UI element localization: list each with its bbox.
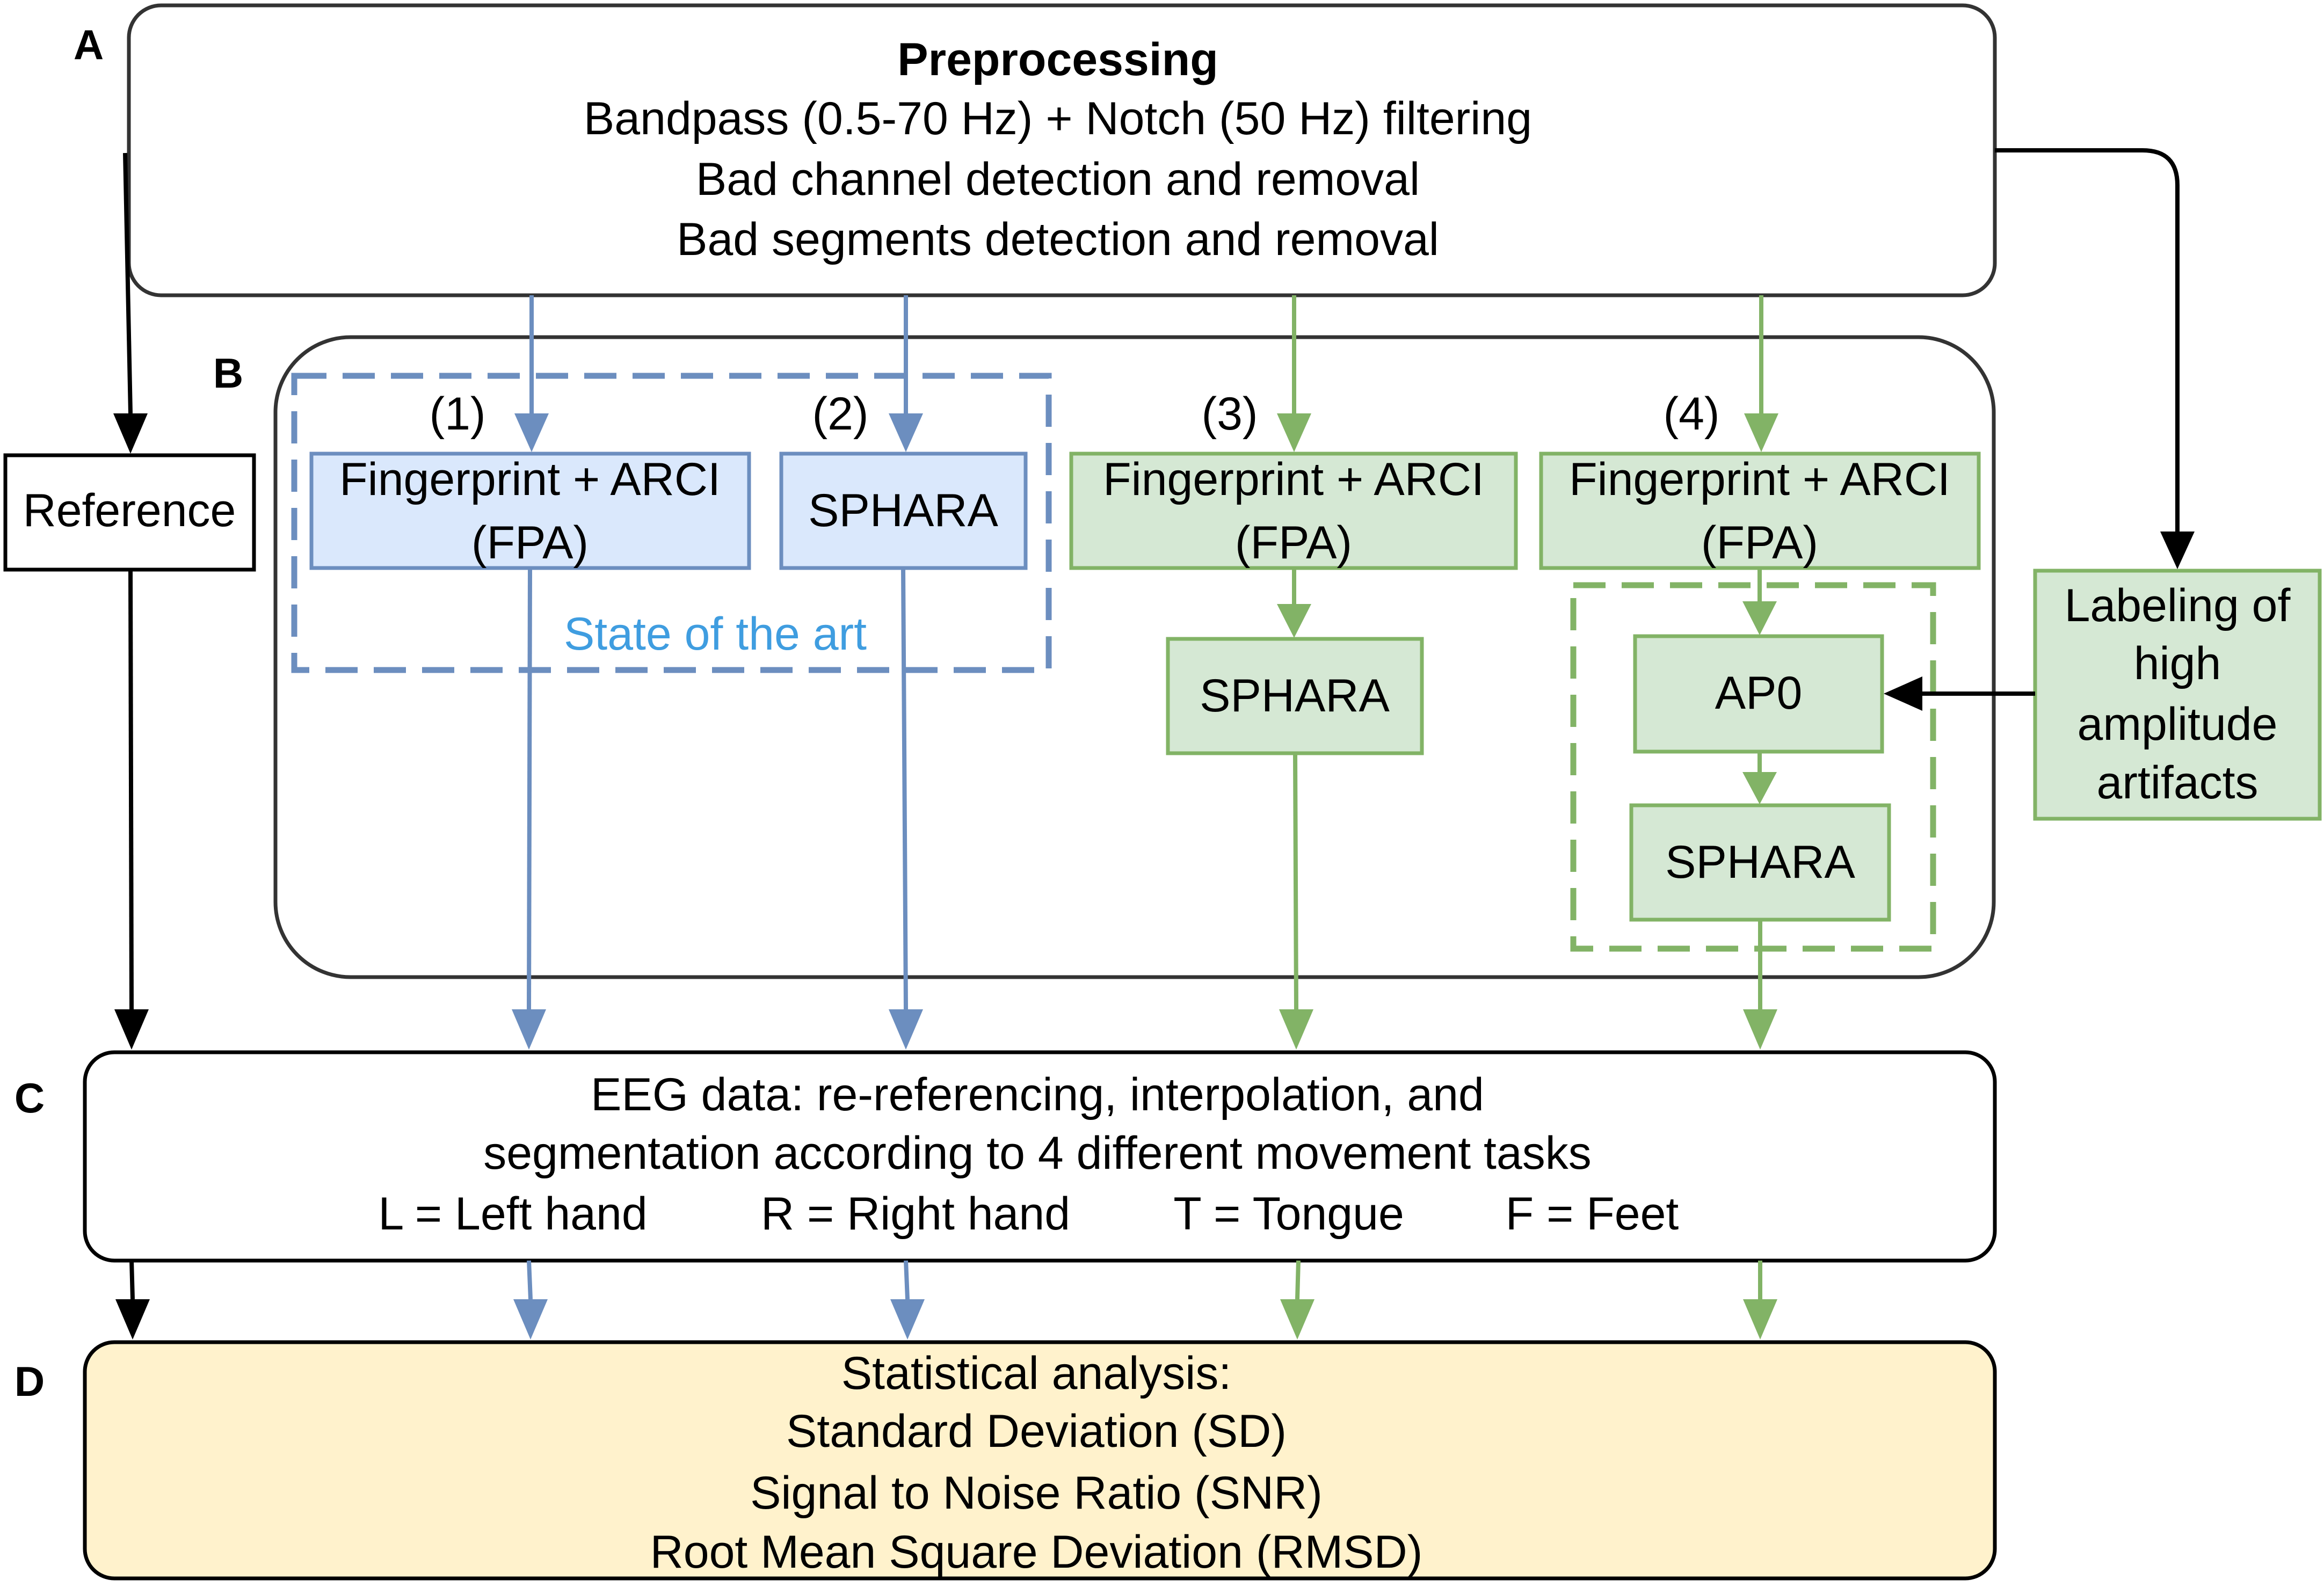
task-tongue: T = Tongue [1173,1188,1404,1240]
arrow-preprocessing-to-reference [123,152,133,414]
section-label-d: D [14,1358,45,1405]
statistics-metric: Signal to Noise Ratio (SNR) [750,1467,1323,1519]
labeling-line: high [2134,638,2221,689]
arrowhead [1280,1299,1314,1340]
arrowhead [1277,604,1311,638]
statistics-title: Statistical analysis: [841,1348,1232,1399]
arrow-pipeline-1-to-eeg [527,567,532,1010]
arrow-eeg-to-statistics [129,1260,135,1300]
section-label-a: A [74,21,104,68]
arrowhead [1279,1009,1313,1050]
preprocessing-step: Bandpass (0.5-70 Hz) + Notch (50 Hz) fil… [584,93,1532,144]
fpa-label: Fingerprint + ARCI [1103,454,1484,505]
pipeline-4-fpa-box: Fingerprint + ARCI (FPA) [1539,452,1981,570]
section-label-b: B [213,350,243,397]
preprocessing-title: Preprocessing [897,34,1218,85]
arrowhead [513,1299,548,1340]
arrowhead [1743,1009,1777,1050]
eeg-line: segmentation according to 4 different mo… [483,1127,1592,1179]
arrowhead [1744,413,1778,452]
arrowhead [889,1009,923,1050]
arrowhead [514,413,549,452]
arrow-preprocessing-to-labeling [1995,148,2180,532]
preprocessing-step: Bad channel detection and removal [696,154,1420,205]
pipeline-3-fpa-box: Fingerprint + ARCI (FPA) [1069,452,1518,570]
statistical-analysis-box: Statistical analysis: Standard Deviation… [83,1340,1997,1581]
eeg-data-box: EEG data: re-referencing, interpolation,… [83,1050,1997,1263]
task-feet: F = Feet [1506,1188,1679,1240]
arrow-pipeline-3-to-statistics [1295,1260,1301,1300]
arrowhead [889,413,923,452]
state-of-the-art-label: State of the art [564,608,867,660]
pipeline-4-dashed-group [1570,582,1936,952]
statistics-metric: Standard Deviation (SD) [786,1406,1287,1457]
preprocessing-step: Bad segments detection and removal [677,214,1439,265]
eeg-line: EEG data: re-referencing, interpolation,… [591,1069,1484,1120]
arrowhead [890,1299,925,1340]
preprocessing-box: Preprocessing Bandpass (0.5-70 Hz) + Not… [127,3,1997,297]
pipeline-1-fpa-box: Fingerprint + ARCI (FPA) [309,452,751,570]
pipeline-2-sphara-box: SPHARA [779,452,1028,570]
reference-box: Reference [3,453,256,572]
sphara-label: SPHARA [808,485,998,536]
pipeline-3-sphara-box: SPHARA [1166,637,1424,755]
arrowhead [2160,532,2195,569]
ap0-label: AP0 [1715,667,1803,719]
arrow-reference-to-eeg [128,569,134,1010]
arrowhead [113,413,148,454]
pipeline-number-1: (1) [429,388,485,440]
arrowhead [1743,1299,1777,1340]
section-label-c: C [14,1074,45,1122]
arrowhead [1742,601,1777,635]
pipeline-number-2: (2) [812,388,868,440]
labeling-line: amplitude [2078,698,2278,750]
pipeline-number-3: (3) [1201,388,1258,440]
fpa-label: Fingerprint + ARCI [1569,454,1950,505]
task-left-hand: L = Left hand [378,1188,647,1240]
pipeline-number-4: (4) [1663,388,1719,440]
arrowhead [115,1299,150,1340]
fpa-abbrev: (FPA) [1235,517,1352,569]
fpa-abbrev: (FPA) [1701,517,1818,569]
arrowhead [1884,676,1922,711]
fpa-label: Fingerprint + ARCI [339,454,721,505]
arrowhead [1742,772,1777,804]
pipeline-4-sphara-box: SPHARA [1629,803,1891,922]
task-right-hand: R = Right hand [761,1188,1070,1240]
sphara-label: SPHARA [1200,670,1390,722]
arrowhead [1277,413,1311,452]
arrow-pipeline-2-to-eeg [901,567,908,1010]
state-of-the-art-group [291,373,1052,673]
arrow-pipeline-1-to-statistics [527,1260,533,1300]
reference-label: Reference [23,485,236,536]
statistics-metric: Root Mean Square Deviation (RMSD) [650,1526,1423,1578]
labeling-line: artifacts [2096,757,2258,809]
arrowhead [114,1009,149,1050]
connectors [113,148,2195,1340]
fpa-abbrev: (FPA) [471,517,589,569]
arrow-pipeline-2-to-statistics [904,1260,910,1300]
arrowhead [512,1009,546,1050]
labeling-line: Labeling of [2065,580,2291,631]
labeling-box: Labeling of high amplitude artifacts [2033,569,2322,821]
pipeline-4-ap0-box: AP0 [1633,634,1884,754]
arrow-pipeline-3-to-eeg [1293,753,1298,1010]
sphara-label: SPHARA [1665,836,1855,888]
